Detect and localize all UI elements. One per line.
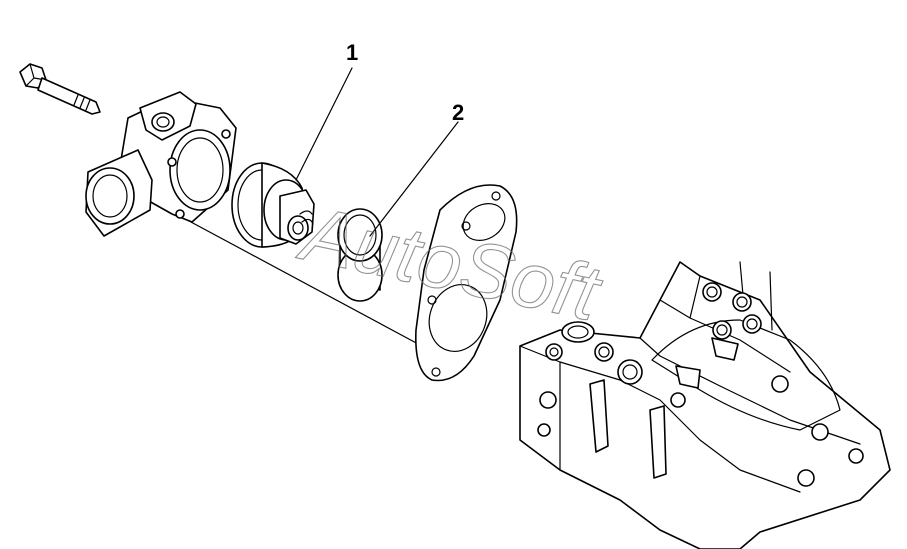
callout-2-label: 2 bbox=[452, 100, 464, 125]
gasket bbox=[415, 184, 518, 382]
thermostat bbox=[231, 162, 315, 248]
thermostat-housing bbox=[85, 91, 237, 237]
seal-ring bbox=[337, 208, 383, 302]
leader-lines bbox=[295, 67, 459, 237]
callout-1-label: 1 bbox=[346, 40, 358, 65]
bolt bbox=[19, 63, 101, 115]
cylinder-head bbox=[519, 261, 891, 549]
assembly-axis-line bbox=[149, 199, 421, 346]
